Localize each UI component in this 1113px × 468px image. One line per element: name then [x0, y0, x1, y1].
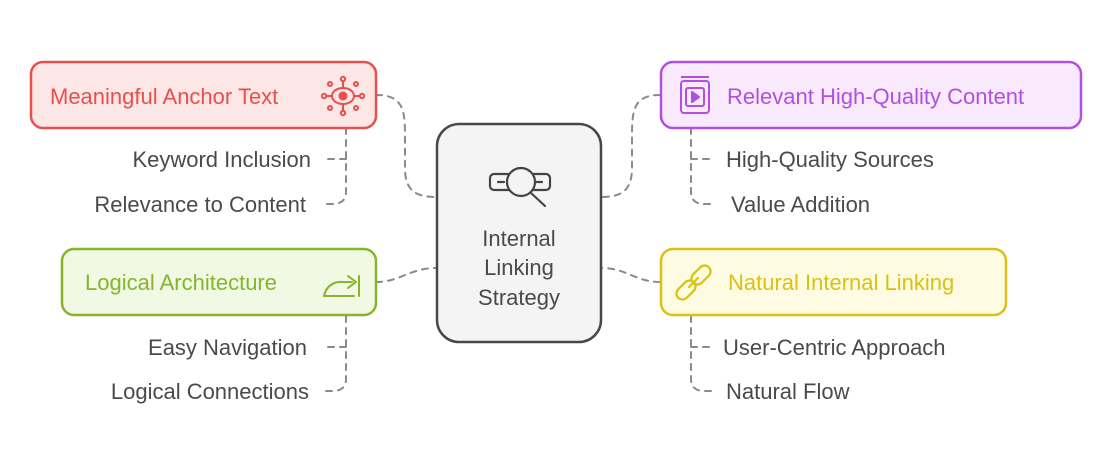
branch-content-title: Relevant High-Quality Content [727, 84, 1024, 109]
connector-center-to-natural [601, 267, 661, 283]
branch-architecture-box [60, 247, 378, 317]
branch-architecture-title: Logical Architecture [85, 270, 277, 295]
magnifying-glass-over-link-icon [488, 166, 552, 208]
connector-center-to-architecture [375, 267, 437, 283]
center-node: Internal Linking Strategy [435, 122, 603, 344]
anchor-text-item-keyword-inclusion: Keyword Inclusion [132, 147, 311, 172]
connectors [321, 94, 716, 392]
connector-architecture-items [321, 315, 347, 392]
center-label-line-3: Strategy [478, 285, 560, 310]
branch-anchor-text-box [29, 60, 378, 130]
center-node-box [435, 122, 603, 344]
video-file-icon [680, 76, 710, 114]
branch-content-box [659, 60, 1083, 130]
branch-natural: Natural Internal Linking User-Centric Ap… [659, 247, 1008, 404]
curved-arrow-icon [323, 275, 360, 297]
branch-architecture: Logical Architecture Easy Navigation Log… [60, 247, 378, 404]
anchor-text-item-relevance: Relevance to Content [94, 192, 306, 217]
connector-center-to-content [601, 94, 661, 198]
connector-anchor-text-items [321, 127, 347, 205]
chain-link-icon [675, 264, 712, 301]
architecture-item-logical-connections: Logical Connections [111, 379, 309, 404]
center-label-line-2: Linking [484, 255, 554, 280]
branch-anchor-text: Meaningful Anchor Text Keyword Inclusion… [29, 60, 378, 217]
connector-natural-items [690, 315, 716, 392]
branch-natural-box [659, 247, 1008, 317]
architecture-item-easy-navigation: Easy Navigation [148, 335, 307, 360]
branch-content: Relevant High-Quality Content High-Quali… [659, 60, 1083, 217]
content-item-high-quality-sources: High-Quality Sources [726, 147, 934, 172]
branch-natural-title: Natural Internal Linking [728, 270, 954, 295]
natural-item-natural-flow: Natural Flow [726, 379, 850, 404]
branch-anchor-text-title: Meaningful Anchor Text [50, 84, 278, 109]
content-item-value-addition: Value Addition [731, 192, 870, 217]
connector-content-items [690, 127, 716, 205]
eye-network-icon [320, 75, 366, 117]
center-label-line-1: Internal [482, 226, 555, 251]
connector-center-to-anchor-text [375, 94, 437, 198]
natural-item-user-centric: User-Centric Approach [723, 335, 946, 360]
